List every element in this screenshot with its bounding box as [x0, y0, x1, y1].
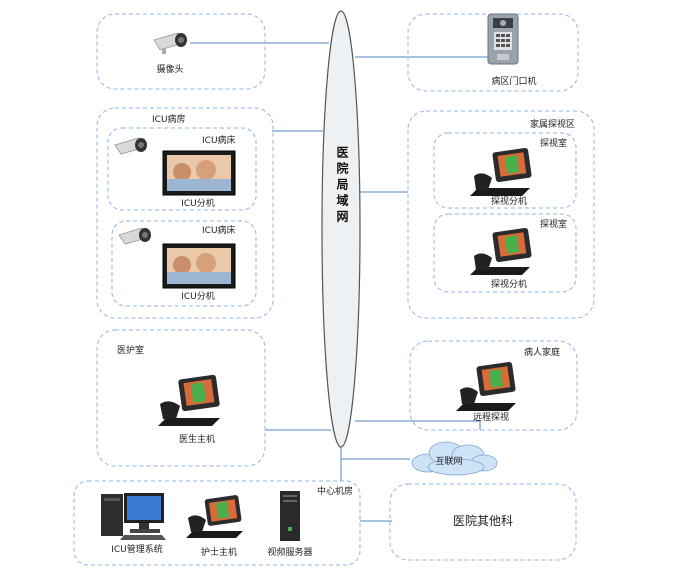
- icu-bed-2: ICU病床 ICU分机: [118, 224, 236, 302]
- link-family: [355, 420, 481, 430]
- camera-icon: [114, 137, 147, 155]
- video-phone-icon: [158, 374, 220, 426]
- visit-room-2: 探视室 探视分机: [470, 218, 567, 290]
- video-phone-icon: [186, 495, 243, 538]
- camera-label: 摄像头: [156, 63, 183, 75]
- center-device-label: 护士主机: [201, 546, 237, 558]
- icu-bed-title: ICU病床: [202, 224, 236, 236]
- video-terminal-icon: [162, 150, 236, 196]
- server-icon: [280, 491, 300, 541]
- internet-cloud: 互联网: [411, 441, 498, 476]
- camera-icon: [118, 227, 151, 245]
- camera-zone: [96, 13, 266, 90]
- visit-zone-title: 家属探视区: [530, 118, 575, 130]
- video-server: 视频服务器: [267, 491, 313, 558]
- nurse-station: 医护室 医生主机: [117, 344, 220, 445]
- door-phone-label: 病区门口机: [491, 75, 536, 87]
- icu-bed-device-label: ICU分机: [181, 290, 215, 302]
- backbone: 医院局域网: [321, 10, 361, 448]
- icu-bed-device-label: ICU分机: [181, 197, 215, 209]
- nurse-device-label: 医生主机: [179, 433, 215, 445]
- icu-bed-zone-1: [107, 127, 257, 211]
- cloud-icon: [411, 441, 498, 476]
- visit-room-device-label: 探视分机: [491, 278, 527, 290]
- computer-icon: [101, 493, 166, 540]
- icu-bed-1: ICU病床 ICU分机: [114, 134, 236, 209]
- center-device-label: 视频服务器: [267, 546, 312, 558]
- visit-room-zone-2: [433, 213, 577, 293]
- icu-zone-title: ICU病房: [152, 113, 186, 125]
- door-phone-icon: [487, 13, 519, 65]
- family-zone: [409, 340, 578, 431]
- family-home: 病人家庭 远程探视: [456, 346, 560, 423]
- door-phone-device: 病区门口机: [487, 13, 537, 87]
- nurse-zone: [96, 329, 266, 467]
- visit-room-1: 探视室 探视分机: [470, 137, 567, 207]
- camera-icon: [153, 32, 187, 54]
- video-terminal-icon: [162, 243, 236, 289]
- center-device-label: ICU管理系统: [111, 543, 163, 555]
- nurse-host: 护士主机: [186, 495, 243, 558]
- icu-bed-title: ICU病床: [202, 134, 236, 146]
- icu-management-system: ICU管理系统: [101, 493, 166, 555]
- other-zone: [389, 483, 577, 561]
- visit-room-title: 探视室: [540, 218, 567, 230]
- connections: [190, 42, 490, 522]
- visit-room-device-label: 探视分机: [491, 195, 527, 207]
- backbone-label: 医院局域网: [335, 146, 349, 226]
- video-phone-icon: [470, 228, 532, 275]
- family-device-label: 远程探视: [473, 411, 509, 423]
- center-zone-title: 中心机房: [317, 485, 353, 497]
- other-department-label: 医院其他科: [453, 514, 513, 528]
- family-zone-title: 病人家庭: [524, 346, 560, 358]
- visit-room-zone-1: [433, 132, 577, 209]
- center-zone: [73, 480, 361, 566]
- internet-label: 互联网: [435, 456, 462, 467]
- nurse-zone-title: 医护室: [117, 344, 144, 356]
- visit-zone: [407, 110, 595, 319]
- video-phone-icon: [470, 148, 532, 196]
- visit-room-title: 探视室: [540, 137, 567, 149]
- video-phone-icon: [456, 362, 516, 411]
- icu-zone: [96, 107, 274, 319]
- icu-bed-zone-2: [111, 220, 257, 307]
- camera-device: 摄像头: [153, 32, 187, 75]
